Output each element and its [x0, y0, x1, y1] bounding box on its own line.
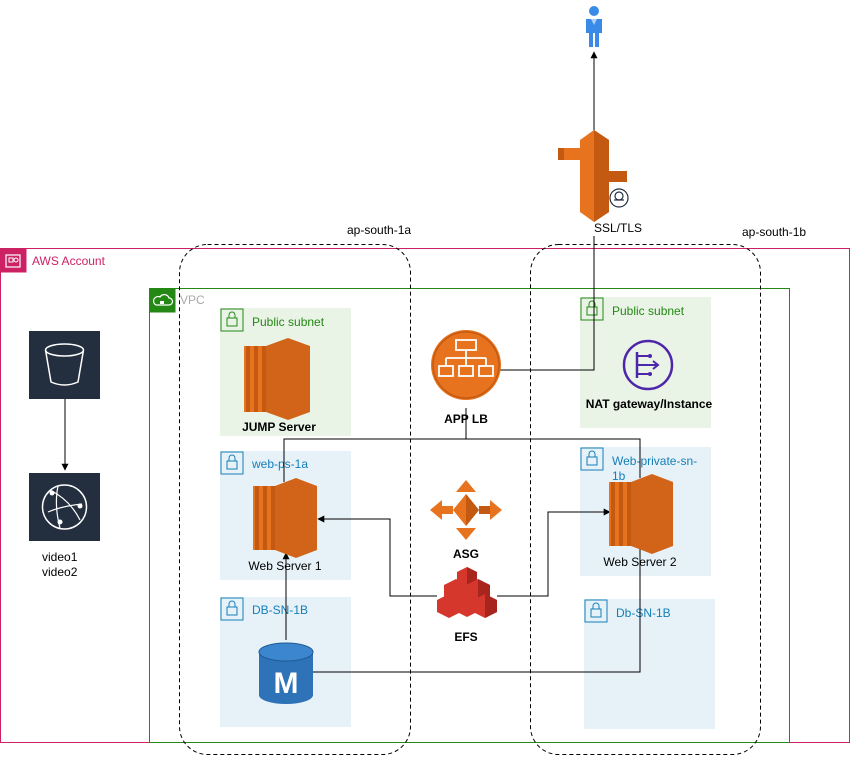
efs-icon	[437, 567, 497, 618]
connector-lb-to-server-2	[466, 438, 641, 478]
video-2-label: video2	[42, 565, 78, 579]
db-subnet-a-label: DB-SN-1B	[252, 603, 308, 617]
user-icon	[586, 6, 602, 47]
video-1-label: video1	[42, 550, 78, 564]
rds-letter: M	[274, 667, 299, 700]
aws-account-icon	[0, 248, 27, 273]
lock-icon	[220, 308, 244, 332]
lock-icon	[580, 297, 604, 321]
jump-server-label: JUMP Server	[242, 420, 316, 434]
vpc-group: VPC	[149, 288, 790, 743]
certificate-icon	[609, 188, 629, 208]
aws-account-label: AWS Account	[32, 254, 106, 268]
web-server-1-label: Web Server 1	[248, 559, 321, 573]
ec2-icon	[609, 474, 673, 554]
lock-icon	[220, 451, 244, 475]
connector-efs-to-server-1	[317, 515, 437, 597]
availability-zone-b	[530, 244, 761, 755]
ssl-tls-label: SSL/TLS	[594, 221, 642, 235]
nat-gateway-icon	[622, 339, 674, 391]
connector-lb-to-ssl	[500, 236, 595, 371]
az-a-label: ap-south-1a	[347, 223, 411, 237]
nat-gateway-label: NAT gateway/Instance	[586, 397, 713, 411]
private-subnet-b-label-line1: Web-private-sn-	[612, 454, 697, 468]
connectors	[61, 51, 644, 673]
vpc-label: VPC	[180, 293, 205, 307]
cloudfront-distribution-icon	[29, 473, 100, 541]
web-server-2-label: Web Server 2	[603, 555, 676, 569]
asg-label: ASG	[453, 547, 479, 561]
s3-bucket-icon	[29, 331, 100, 399]
az-b-label: ap-south-1b	[742, 225, 806, 239]
cloudfront-icon	[558, 130, 627, 222]
lock-icon	[580, 447, 604, 471]
autoscaling-icon	[430, 480, 502, 540]
ec2-icon	[244, 338, 310, 420]
rds-icon: M	[258, 642, 314, 704]
connector-efs-to-server-2	[497, 508, 611, 597]
cloud-icon	[149, 288, 176, 313]
db-subnet-b: Db-SN-1B	[584, 599, 715, 729]
public-subnet-a-label: Public subnet	[252, 315, 325, 329]
availability-zone-a	[179, 244, 411, 755]
db-subnet-b-label: Db-SN-1B	[616, 606, 671, 620]
lock-icon	[220, 597, 244, 621]
public-subnet-b-label: Public subnet	[612, 304, 685, 318]
app-lb-label: APP LB	[444, 412, 488, 426]
private-subnet-b-label-line2: 1b	[612, 469, 626, 483]
efs-label: EFS	[454, 630, 477, 644]
ec2-icon	[253, 478, 317, 558]
elb-icon	[431, 330, 501, 400]
connector-rds-to-server-2	[313, 539, 644, 673]
private-subnet-a-label: web-ps-1a	[251, 457, 308, 471]
public-subnet-b: Public subnet	[580, 297, 711, 428]
connector-lb-to-servers	[283, 408, 467, 482]
lock-icon	[584, 599, 608, 623]
aws-account-group: AWS Account	[0, 248, 850, 743]
